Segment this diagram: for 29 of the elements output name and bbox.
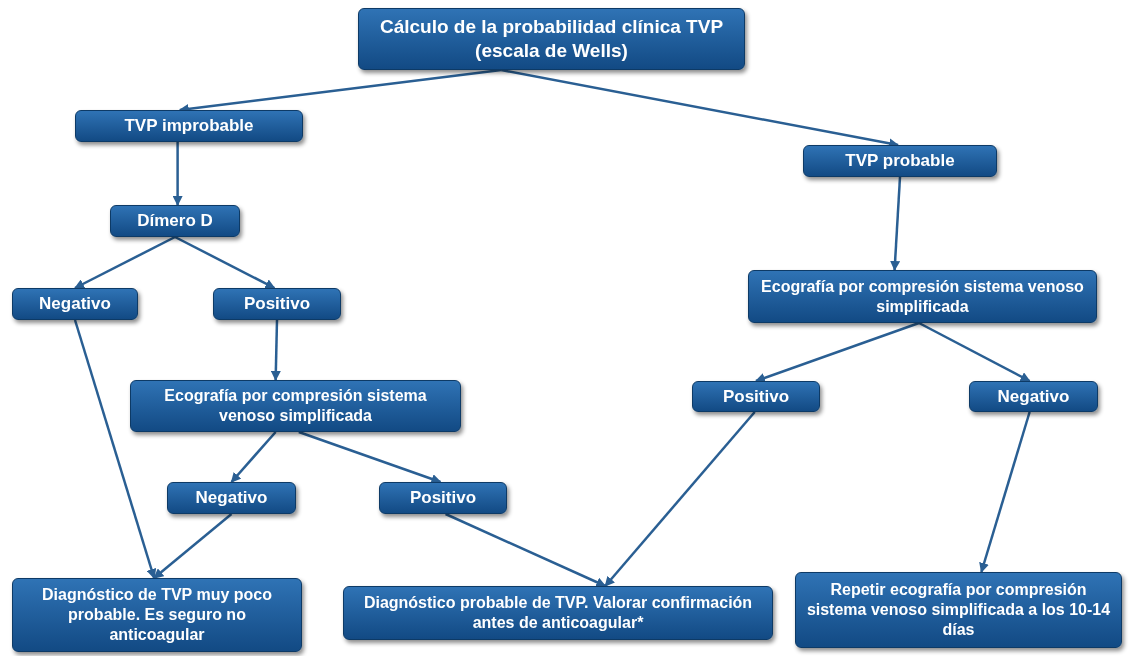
arrow bbox=[979, 411, 1031, 573]
process-box: Dímero D bbox=[110, 205, 240, 237]
arrow bbox=[890, 176, 902, 271]
arrow bbox=[172, 142, 183, 206]
arrow bbox=[74, 235, 176, 290]
process-box: TVP improbable bbox=[75, 110, 303, 142]
arrow bbox=[153, 513, 233, 579]
process-box: Positivo bbox=[379, 482, 507, 514]
process-box: Ecografía por compresión sistema venoso simplificada bbox=[130, 380, 461, 432]
process-box: Diagnóstico de TVP muy poco probable. Es seguro no anticoagular bbox=[12, 578, 302, 652]
process-box: Cálculo de la probabilidad clínica TVP (escala de Wells) bbox=[358, 8, 745, 70]
process-box: Negativo bbox=[167, 482, 296, 514]
process-box: Positivo bbox=[213, 288, 341, 320]
arrow bbox=[270, 319, 281, 381]
arrow bbox=[298, 430, 442, 484]
process-box: Negativo bbox=[12, 288, 138, 320]
process-box: Diagnóstico probable de TVP. Valorar confirmación antes de anticoagular* bbox=[343, 586, 773, 640]
arrow bbox=[604, 411, 756, 587]
process-box: TVP probable bbox=[803, 145, 997, 177]
arrow bbox=[755, 321, 920, 383]
arrow bbox=[73, 319, 157, 579]
arrow bbox=[174, 235, 276, 290]
process-box: Positivo bbox=[692, 381, 820, 412]
arrow bbox=[445, 512, 607, 588]
arrow bbox=[230, 431, 277, 483]
process-box: Ecografía por compresión sistema venoso simplificada bbox=[748, 270, 1097, 323]
process-box: Repetir ecografía por compresión sistema venoso simplificada a los 10-14 días bbox=[795, 572, 1122, 648]
arrow bbox=[918, 321, 1031, 383]
process-box: Negativo bbox=[969, 381, 1098, 412]
